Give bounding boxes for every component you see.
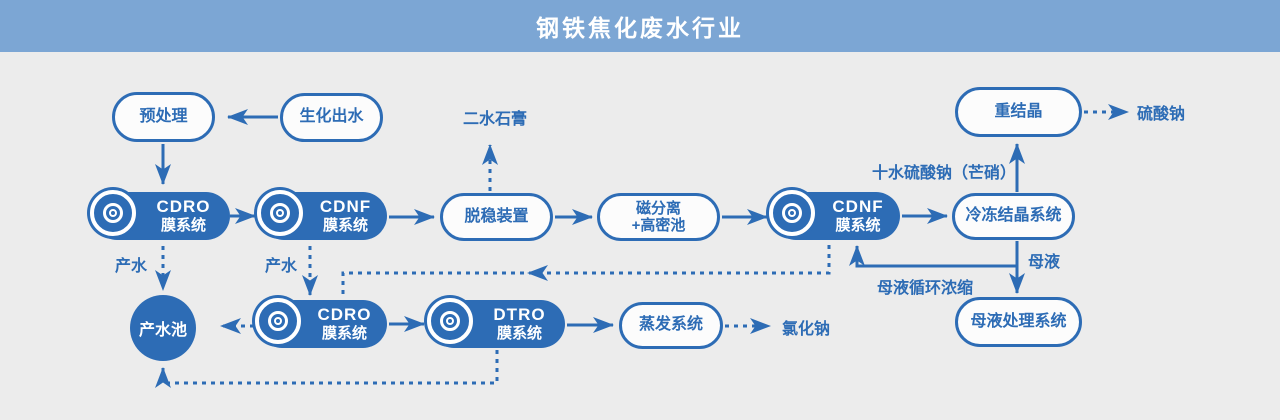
concentric-circles-icon — [257, 190, 303, 236]
concentric-circles-icon — [90, 190, 136, 236]
header-bar: 钢铁焦化废水行业 — [0, 0, 1280, 52]
label-mirabilite: 十水硫酸钠（芒硝） — [871, 165, 1017, 182]
label-gypsum: 二水石膏 — [462, 111, 528, 128]
page-title: 钢铁焦化废水行业 — [536, 15, 744, 41]
label-mother-liquor: 母液 — [1028, 254, 1061, 271]
arrow-recycle-to-cdnf2 — [849, 245, 1017, 268]
node-label: 预处理 — [139, 107, 188, 125]
node-label: 母液处理系统 — [970, 312, 1067, 330]
node-evaporation: 蒸发系统 — [619, 302, 723, 349]
node-pretreatment: 预处理 — [112, 92, 215, 142]
node-label: 磁分离+高密池 — [631, 199, 686, 234]
node-destabilization: 脱稳装置 — [440, 193, 553, 241]
concentric-circles-icon — [769, 190, 815, 236]
node-product-water-pool: 产水池 — [130, 295, 196, 361]
concentric-circles-icon — [255, 298, 301, 344]
node-bio-effluent: 生化出水 — [280, 93, 383, 142]
node-label: 产水池 — [138, 322, 187, 339]
label-sodium-sulfate: 硫酸钠 — [1137, 106, 1186, 123]
node-freeze-crystallization: 冷冻结晶系统 — [952, 193, 1075, 240]
dashed-return-mid-arrowhead — [527, 265, 548, 281]
node-label: 蒸发系统 — [638, 316, 703, 334]
node-magnetic-separation: 磁分离+高密池 — [597, 193, 720, 241]
node-label: 脱稳装置 — [464, 207, 529, 225]
node-label: 冷冻结晶系统 — [965, 207, 1062, 225]
label-product-water-2: 产水 — [264, 258, 298, 275]
node-label: 重结晶 — [994, 102, 1043, 120]
concentric-circles-icon — [427, 298, 473, 344]
dashed-dtro-to-pool — [155, 350, 499, 388]
node-label: 生化出水 — [299, 108, 364, 126]
label-mother-recycle: 母液循环浓缩 — [876, 280, 974, 297]
node-recrystallization: 重结晶 — [955, 87, 1082, 137]
node-mother-liquor-treatment: 母液处理系统 — [955, 297, 1082, 347]
dashed-cdnf2-return-to-cdro2 — [341, 245, 831, 298]
label-sodium-chloride: 氯化钠 — [782, 321, 831, 338]
label-product-water-1: 产水 — [114, 258, 148, 275]
